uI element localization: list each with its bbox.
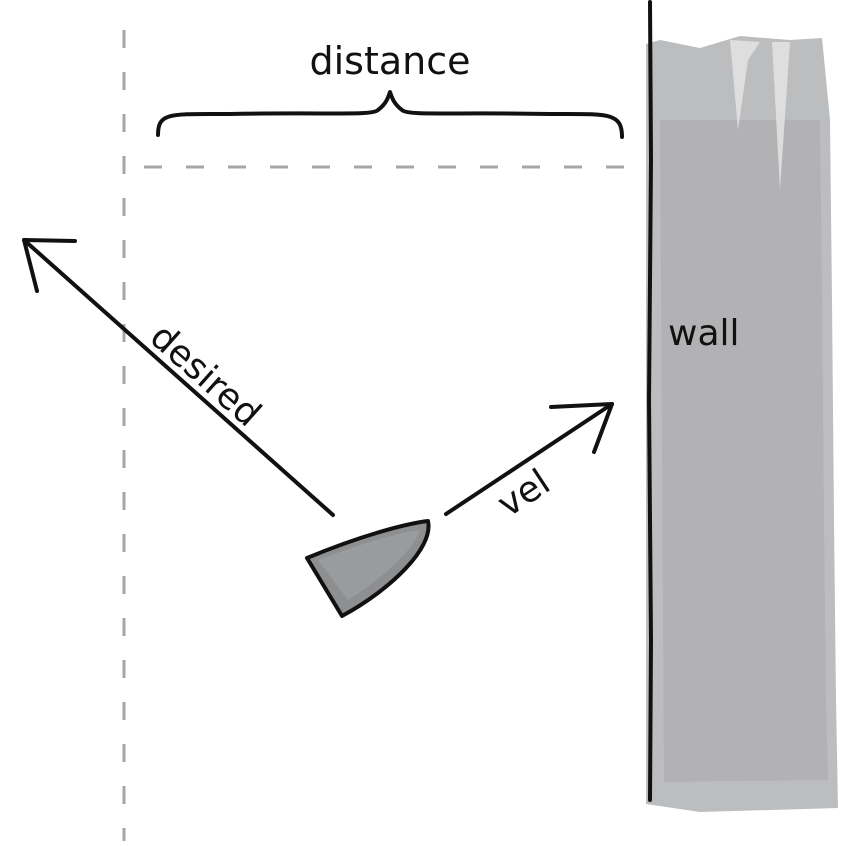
vel-arrow-shaft bbox=[444, 402, 614, 516]
wall: wall bbox=[646, 0, 838, 812]
wall-highlight bbox=[730, 40, 790, 190]
vel-arrowhead-icon bbox=[549, 402, 614, 454]
desired-label: desired bbox=[142, 316, 268, 435]
velocity-vector: vel bbox=[444, 402, 614, 526]
vel-label: vel bbox=[490, 462, 557, 526]
vehicle-highlight bbox=[318, 530, 420, 600]
desired-vector: desired bbox=[22, 238, 335, 517]
distance-label: distance bbox=[309, 39, 470, 83]
desired-arrow-shaft bbox=[22, 238, 335, 517]
desired-arrowhead-icon bbox=[22, 238, 77, 293]
brace-icon bbox=[156, 90, 624, 139]
distance-brace: distance bbox=[156, 39, 624, 139]
wall-shade bbox=[660, 120, 828, 782]
wall-label: wall bbox=[668, 313, 740, 354]
wall-line bbox=[646, 0, 654, 802]
vehicle bbox=[305, 519, 431, 618]
